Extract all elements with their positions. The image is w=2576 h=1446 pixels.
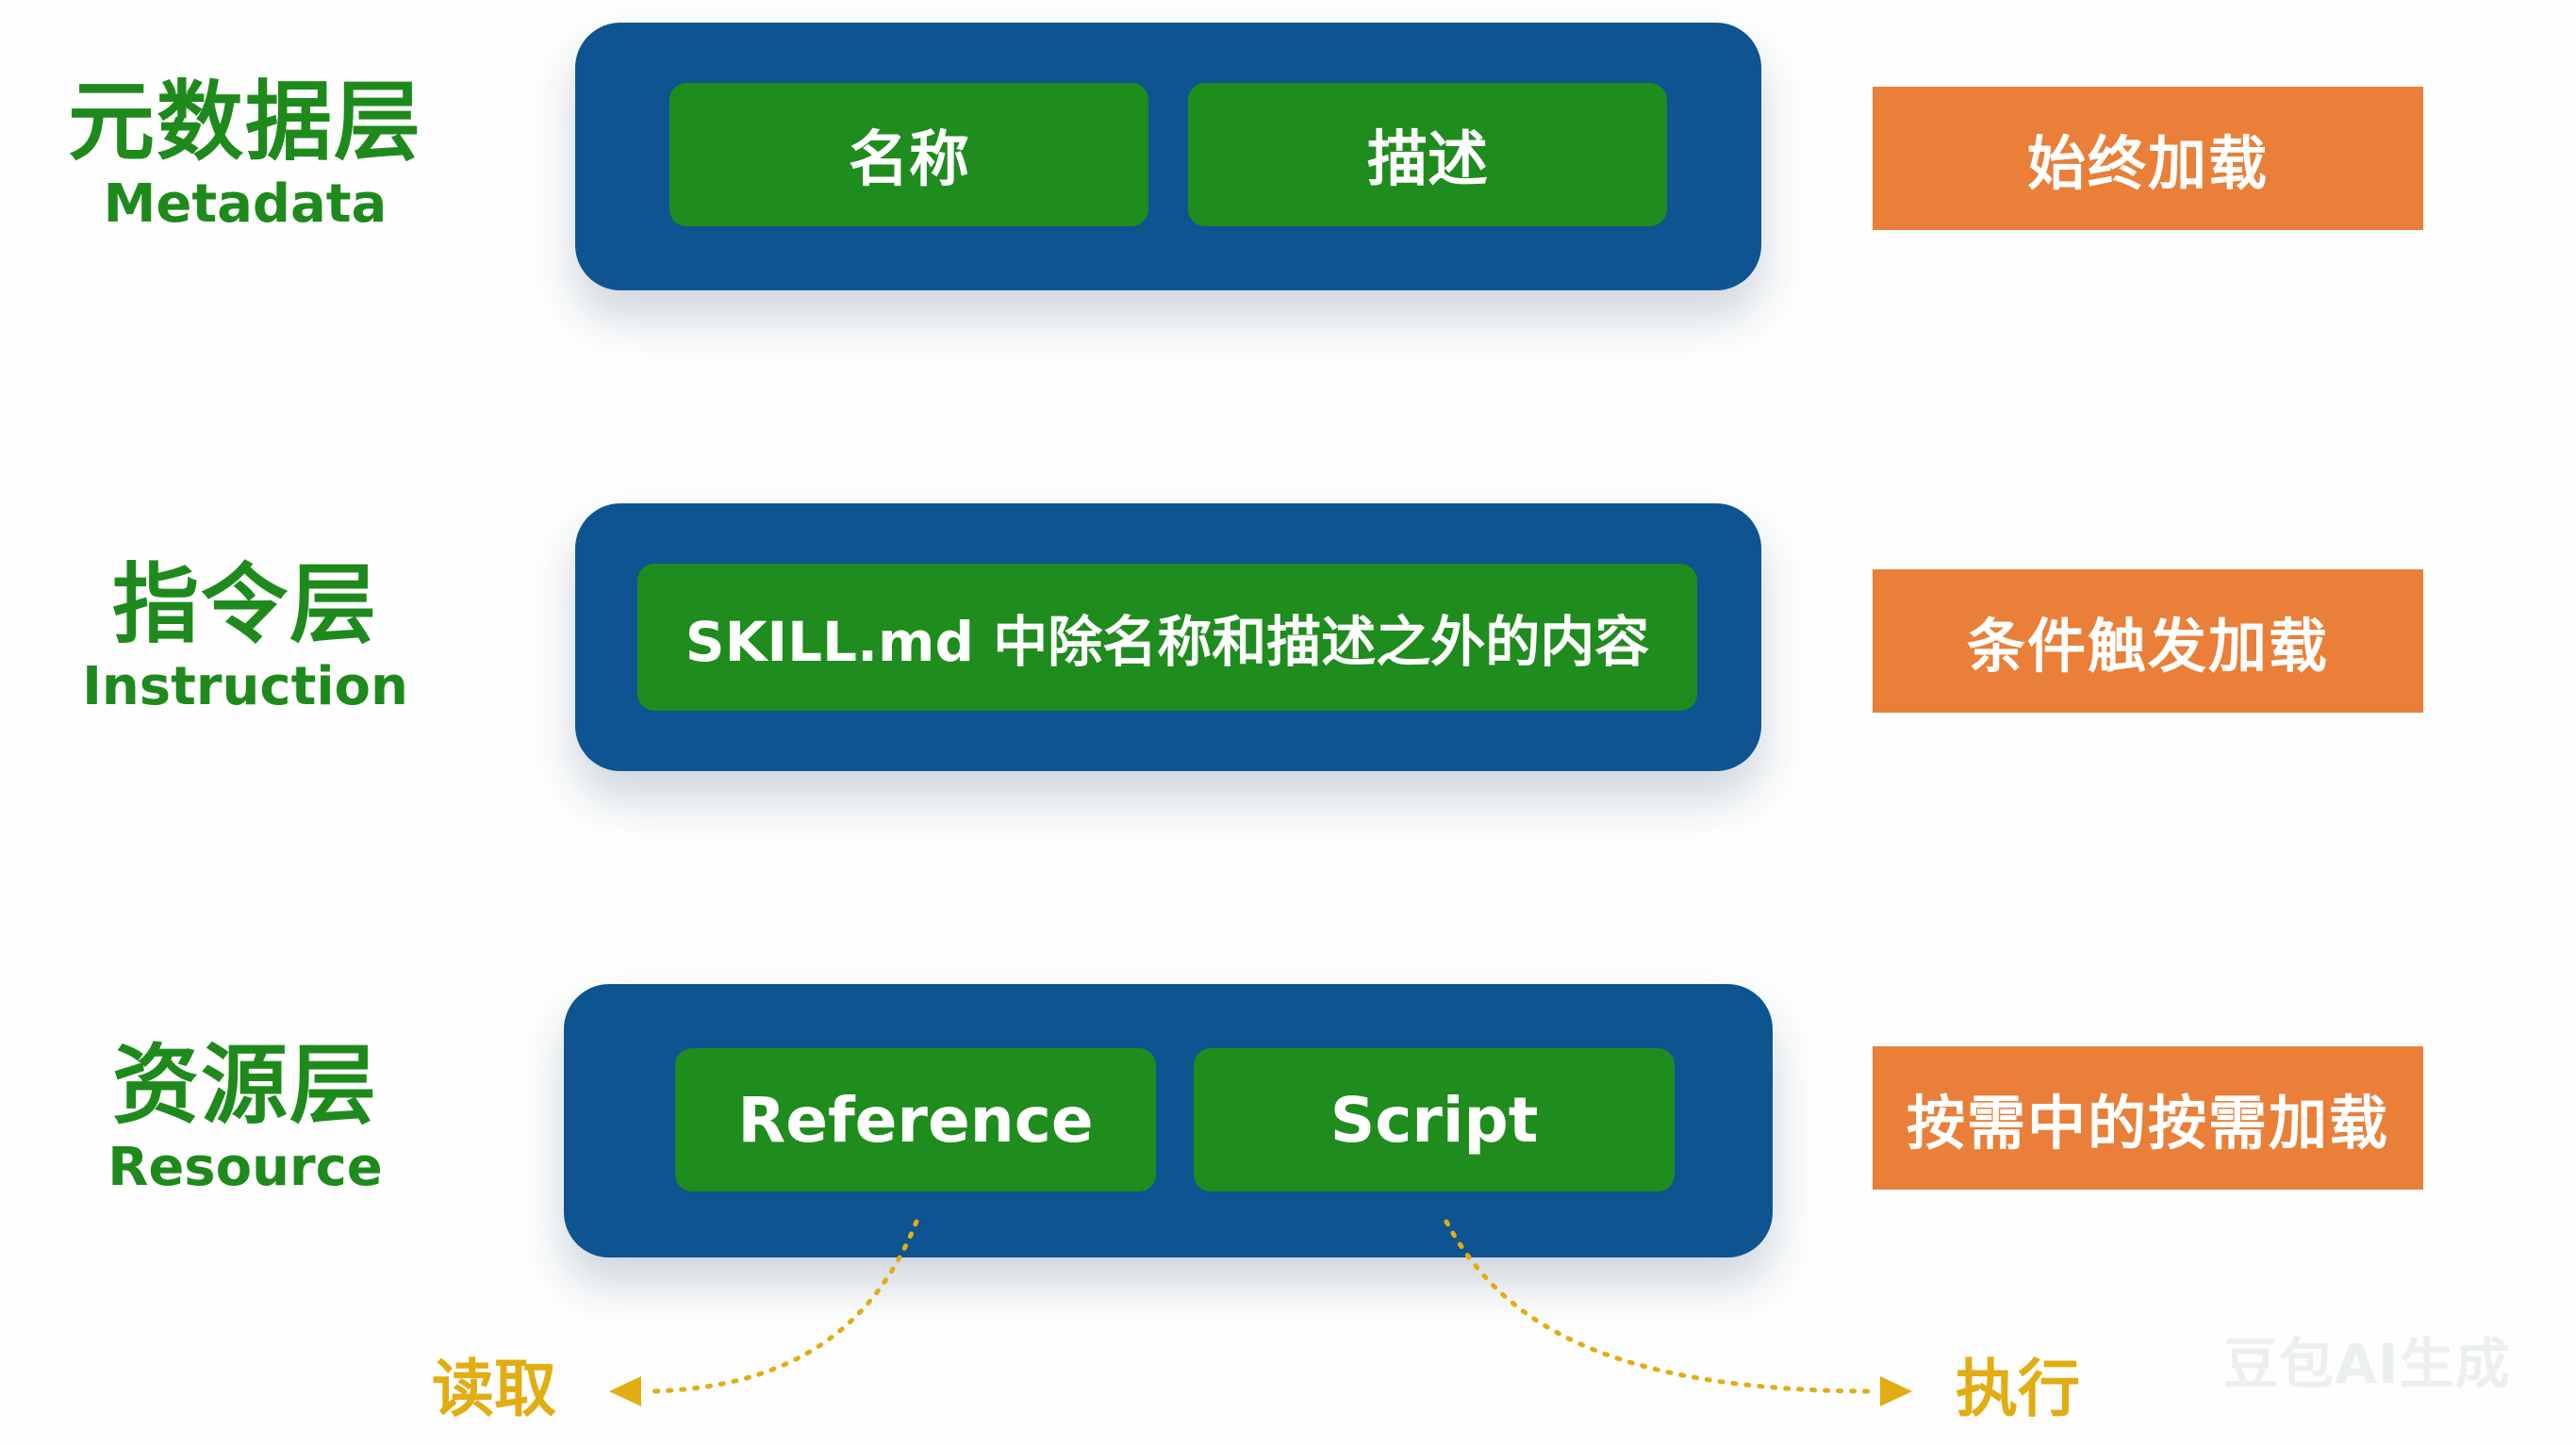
metadata-layer-box: 名称 描述 xyxy=(575,23,1761,290)
item-label: Script xyxy=(1329,1083,1539,1157)
item-label: 名称 xyxy=(849,125,969,195)
loading-tag-always: 始终加载 xyxy=(1873,87,2423,230)
metadata-item-description: 描述 xyxy=(1188,83,1667,226)
resource-item-script: Script xyxy=(1194,1048,1675,1191)
instruction-item-content: SKILL.md 中除名称和描述之外的内容 xyxy=(637,564,1697,711)
read-arrow-line xyxy=(648,1219,919,1394)
instruction-layer-box: SKILL.md 中除名称和描述之外的内容 xyxy=(575,503,1761,771)
read-arrow-head xyxy=(609,1376,641,1406)
layer-name-en: Resource xyxy=(107,1137,383,1198)
watermark: 豆包AI生成 xyxy=(2223,1332,2511,1396)
metadata-item-name: 名称 xyxy=(669,83,1148,226)
loading-tag-conditional: 条件触发加载 xyxy=(1873,569,2423,713)
tag-label: 按需中的按需加载 xyxy=(1906,1089,2389,1158)
execute-arrow-line xyxy=(1444,1219,1879,1394)
item-label: 描述 xyxy=(1367,125,1488,195)
execute-arrow-head xyxy=(1880,1376,1912,1406)
loading-tag-on-demand: 按需中的按需加载 xyxy=(1873,1046,2423,1190)
layer-label-resource: 资源层 Resource xyxy=(57,1037,434,1201)
tag-label: 始终加载 xyxy=(2026,129,2269,198)
read-label: 读取 xyxy=(432,1353,556,1425)
item-label: SKILL.md 中除名称和描述之外的内容 xyxy=(685,610,1650,674)
execute-label: 执行 xyxy=(1956,1353,2080,1425)
layer-name-zh: 指令层 xyxy=(111,554,378,655)
item-label: Reference xyxy=(737,1083,1094,1157)
layer-name-en: Instruction xyxy=(82,656,408,717)
tag-label: 条件触发加载 xyxy=(1966,612,2329,681)
layer-name-zh: 元数据层 xyxy=(67,72,422,173)
layer-name-zh: 资源层 xyxy=(111,1035,378,1136)
layer-label-metadata: 元数据层 Metadata xyxy=(57,74,434,238)
layer-name-en: Metadata xyxy=(103,173,388,235)
resource-layer-box: Reference Script xyxy=(564,984,1773,1257)
layer-label-instruction: 指令层 Instruction xyxy=(57,556,434,720)
resource-item-reference: Reference xyxy=(675,1048,1156,1191)
